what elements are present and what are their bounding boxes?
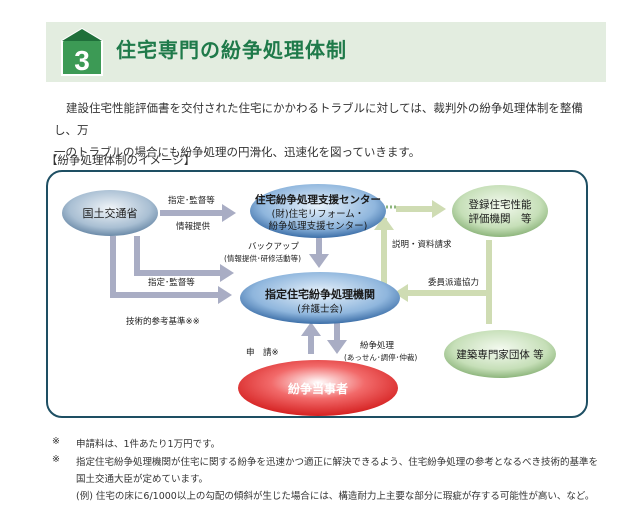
experts-node <box>444 330 556 378</box>
label-apply: 申 請※ <box>246 347 279 358</box>
note-2-line-3: (例) 住宅の床に6/1000以上の勾配の傾斜が生じた場合には、構造耐力上主要な… <box>76 491 595 502</box>
support-center-node <box>250 184 386 238</box>
note-1-mark: ※ <box>52 436 60 447</box>
section-header <box>46 22 606 82</box>
note-1: 申請料は、1件あたり1万円です。 <box>76 439 221 450</box>
diagram-caption: 【紛争処理体制のイメージ】 <box>46 153 196 167</box>
intro-line-1: 建設住宅性能評価書を交付された住宅にかかわるトラブルに対しては、裁判外の紛争処理… <box>54 101 583 137</box>
mlit-label: 国土交通省 <box>83 206 138 220</box>
support-center-label-2: (財)住宅リフォーム・ <box>272 208 365 220</box>
label-backup: バックアップ <box>248 242 300 252</box>
intro-line-2: 一のトラブルの場合にも紛争処理の円滑化、迅速化を図っていきます。 <box>54 145 421 159</box>
designated-body-node <box>240 272 400 324</box>
label-info-provide: 情報提供 <box>176 221 211 232</box>
mlit-node <box>62 190 158 236</box>
registered-body-node <box>452 185 548 237</box>
intro-text: 建設住宅性能評価書を交付された住宅にかかわるトラブルに対しては、裁判外の紛争処理… <box>54 97 602 163</box>
designated-body-label-1: 指定住宅紛争処理機関 <box>265 287 375 301</box>
label-processing-detail: (あっせん･調停･仲裁) <box>344 352 417 362</box>
designated-body-label-2: (弁護士会) <box>297 303 342 315</box>
label-explain-request: 説明・資料請求 <box>392 239 452 250</box>
label-designate-supervise-1: 指定･監督等 <box>168 195 215 206</box>
label-designate-supervise-2: 指定･監督等 <box>148 277 195 288</box>
note-2-line-2: 国土交通大臣が定めています。 <box>76 474 209 485</box>
registered-body-label-1: 登録住宅性能 <box>469 198 532 211</box>
gray-arrows <box>110 204 347 354</box>
registered-body-label-2: 評価機関 等 <box>469 212 532 225</box>
support-center-label-1: 住宅紛争処理支援センター <box>255 193 381 206</box>
label-processing: 紛争処理 <box>360 340 395 351</box>
note-2-line-1: 指定住宅紛争処理機関が住宅に関する紛争を迅速かつ適正に解決できるよう、住宅紛争処… <box>76 457 599 468</box>
green-arrows <box>374 200 492 324</box>
label-backup-detail: (情報提供･研修活動等) <box>224 253 301 263</box>
number-three-icon: 3 <box>61 27 103 76</box>
experts-label: 建築専門家団体 等 <box>456 348 544 361</box>
page-title: 住宅専門の紛争処理体制 <box>116 38 347 62</box>
support-center-label-3: 紛争処理支援センター) <box>269 220 368 232</box>
note-2-mark: ※ <box>52 454 60 465</box>
parties-label: 紛争当事者 <box>288 381 348 396</box>
label-tech-standard: 技術的参考基準※※ <box>126 316 200 327</box>
diagram-frame <box>46 170 588 418</box>
label-dispatch: 委員派遣協力 <box>428 277 479 288</box>
parties-node <box>238 360 398 416</box>
section-number: 3 <box>74 45 90 76</box>
